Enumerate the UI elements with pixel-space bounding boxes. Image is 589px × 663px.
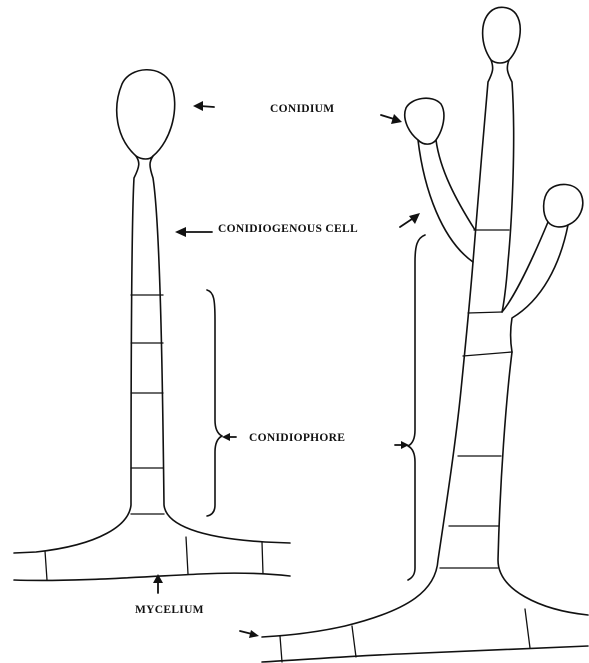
left-conidium [117, 70, 175, 159]
label-conidiogenous-cell: CONIDIOGENOUS CELL [218, 223, 358, 235]
arrow-conidium-left-head [193, 101, 203, 111]
left-stalk-right-wall [150, 156, 290, 543]
arrow-conidiogenous-right-head [409, 213, 420, 224]
right-right-conidium [544, 184, 583, 227]
left-hypha-septum-2 [186, 537, 188, 574]
left-hypha-lower-wall [14, 573, 290, 580]
right-top-conidium [483, 7, 521, 63]
arrow-conidium-right [381, 115, 394, 119]
right-septum-3 [463, 352, 512, 356]
right-hypha-septum-2 [352, 626, 356, 657]
right-hypha-lower-wall [262, 646, 588, 662]
label-conidiophore: CONIDIOPHORE [249, 432, 345, 444]
left-hypha-septum-1 [45, 551, 47, 580]
arrow-conidiogenous-left-head [175, 227, 186, 237]
labels: CONIDIUM CONIDIOGENOUS CELL CONIDIOPHORE… [135, 103, 358, 616]
arrow-conidium-right-head [391, 114, 402, 124]
pointer-arrows [153, 101, 420, 638]
right-septum-2 [468, 312, 502, 313]
label-mycelium: MYCELIUM [135, 604, 204, 616]
right-hypha-septum-1 [280, 636, 282, 662]
arrow-conidiogenous-right [400, 219, 412, 227]
right-left-branch-inner-wall [436, 140, 475, 230]
label-conidium: CONIDIUM [270, 103, 334, 115]
arrow-conidiophore-left-head [222, 433, 230, 441]
left-hypha-septum-3 [262, 542, 263, 574]
left-conidiophore-bracket [207, 290, 222, 516]
right-main-left-wall [262, 60, 493, 637]
right-left-branch-outer-wall [418, 140, 473, 262]
right-hypha-septum-3 [525, 609, 530, 648]
right-main-right-wall-top [502, 60, 514, 312]
right-branch-upper-wall [502, 222, 548, 312]
right-conidiophore-bracket [408, 235, 425, 580]
left-stalk-left-wall [14, 156, 139, 553]
left-specimen [14, 70, 290, 581]
arrow-conidiophore-right-head [401, 441, 409, 449]
right-main-right-wall-bottom [498, 352, 588, 615]
arrow-mycelium-right-head [249, 630, 259, 638]
right-left-conidium [405, 98, 444, 144]
